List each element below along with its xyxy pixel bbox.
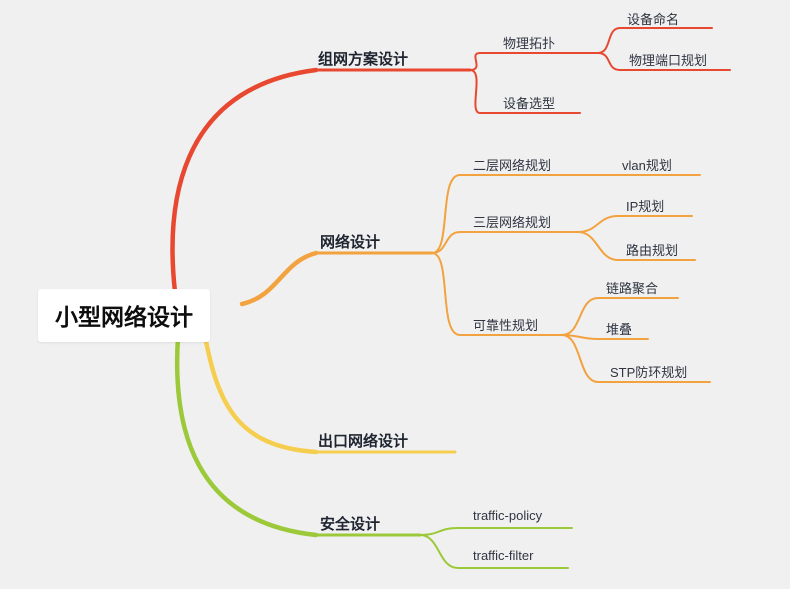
connector-stacking bbox=[561, 334, 649, 340]
node-traffic-policy[interactable]: traffic-policy bbox=[473, 508, 543, 523]
branch-curve-network-design bbox=[239, 250, 319, 307]
connector-reliability-planning bbox=[431, 252, 563, 336]
node-device-naming[interactable]: 设备命名 bbox=[627, 12, 680, 27]
connector-ip-planning bbox=[577, 215, 693, 233]
branch-curve-security bbox=[174, 334, 319, 538]
node-route-planning[interactable]: 路由规划 bbox=[626, 243, 679, 258]
node-stp-loop-prevention[interactable]: STP防环规划 bbox=[610, 365, 688, 380]
node-ip-planning[interactable]: IP规划 bbox=[626, 199, 665, 214]
connector-physical-topology bbox=[469, 52, 599, 71]
node-traffic-filter[interactable]: traffic-filter bbox=[473, 548, 534, 563]
connector-physical-port-planning bbox=[597, 52, 731, 71]
branch-egress-network-design[interactable]: 出口网络设计 bbox=[318, 433, 409, 450]
node-reliability-planning[interactable]: 可靠性规划 bbox=[473, 318, 539, 333]
branch-networking-scheme-design[interactable]: 组网方案设计 bbox=[318, 51, 409, 68]
branch-curve-egress-network bbox=[202, 333, 319, 455]
connector-traffic-filter bbox=[419, 534, 569, 569]
branch-curve-networking-scheme bbox=[170, 67, 319, 295]
connector-route-planning bbox=[577, 231, 696, 261]
node-vlan-planning[interactable]: vlan规划 bbox=[622, 158, 672, 173]
connector-device-naming bbox=[597, 27, 713, 54]
node-layer3-network-planning[interactable]: 三层网络规划 bbox=[473, 215, 552, 230]
connector-layer3-planning bbox=[431, 231, 579, 254]
node-stacking[interactable]: 堆叠 bbox=[606, 322, 633, 337]
node-physical-port-planning[interactable]: 物理端口规划 bbox=[629, 53, 708, 68]
root-node[interactable]: 小型网络设计 bbox=[38, 289, 210, 342]
node-physical-topology[interactable]: 物理拓扑 bbox=[503, 36, 556, 51]
connector-stp-loop-prevention bbox=[561, 334, 711, 383]
branch-network-design[interactable]: 网络设计 bbox=[320, 234, 381, 251]
connector-device-selection bbox=[469, 69, 581, 114]
branch-security-design[interactable]: 安全设计 bbox=[320, 516, 381, 533]
node-device-selection[interactable]: 设备选型 bbox=[503, 96, 556, 111]
connector-link-aggregation bbox=[561, 297, 679, 336]
connector-layer2-planning bbox=[431, 174, 579, 254]
connector-traffic-policy bbox=[419, 527, 573, 536]
node-link-aggregation[interactable]: 链路聚合 bbox=[606, 281, 659, 296]
node-layer2-network-planning[interactable]: 二层网络规划 bbox=[473, 158, 552, 173]
